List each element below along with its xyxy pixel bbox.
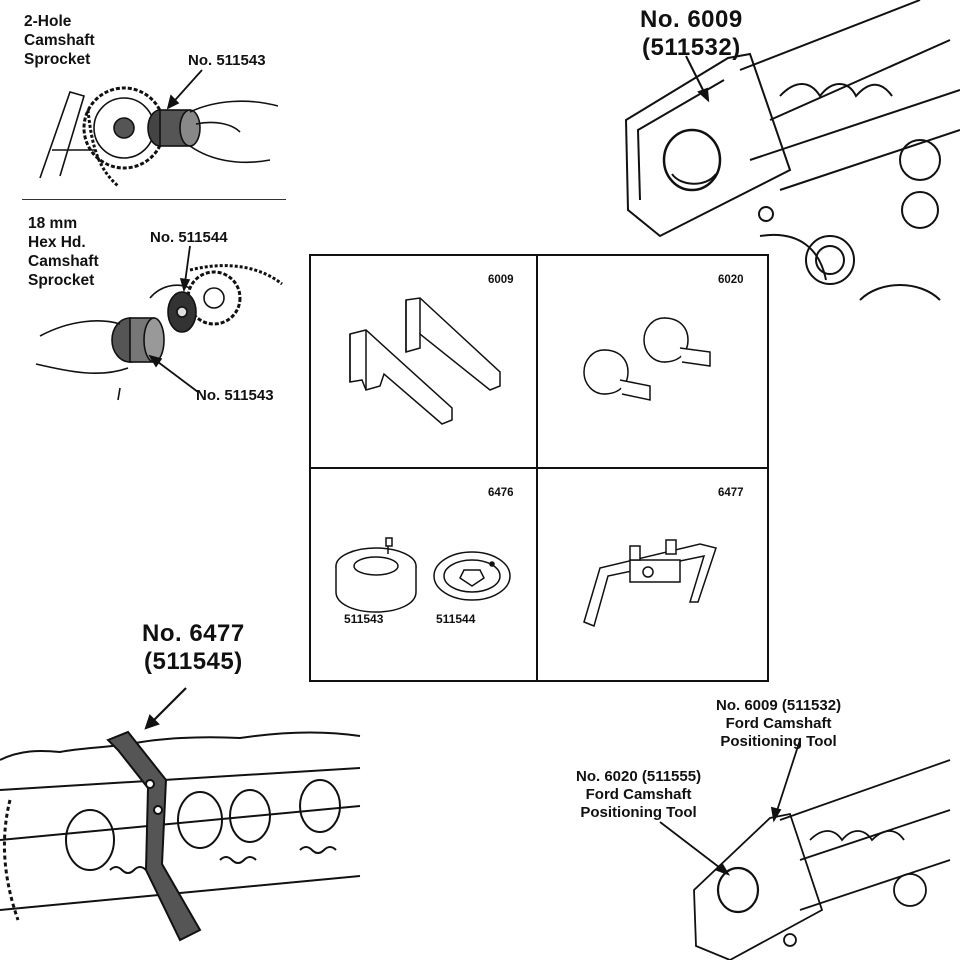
callout-511543-top: No. 511543 [188,52,266,69]
callout-line: Positioning Tool [580,804,697,821]
label-line: (511532) [641,34,741,61]
part-label-511543: 511543 [344,612,384,626]
tool-6477-bar [583,539,717,628]
two-hole-sprocket-heading: 2-Hole Camshaft Sprocket [24,12,95,69]
callout-511543-bottom: No. 511543 [196,387,274,404]
grid-horizontal-divider [309,467,769,469]
callout-line: No. 6009 (511532) [716,697,842,714]
tool-6020-plugs [583,317,711,401]
heading-line: Camshaft [24,32,95,49]
callout-6020-tool: No. 6020 (511555) Ford Camshaft Position… [576,768,701,822]
engine-with-6477-drawing [0,687,361,942]
tool-6477-label: No. 6477 (511545) [142,620,245,676]
hex-head-sprocket-drawing [35,245,283,401]
callout-511544: No. 511544 [150,229,228,246]
callout-line: No. 6020 (511555) [576,768,702,785]
heading-line: Camshaft [28,253,99,270]
callout-6009-tool: No. 6009 (511532) Ford Camshaft Position… [716,697,841,751]
callout-line: Ford Camshaft [585,786,692,803]
tool-6009-label: No. 6009 (511532) [640,6,743,62]
label-line: No. 6009 [640,6,743,33]
tool-6009-plates [349,297,501,425]
tool-6476-holders [335,537,511,613]
label-line: No. 6477 [142,620,245,647]
section-divider [22,199,286,200]
callout-line: Positioning Tool [720,733,837,750]
label-line: (511545) [143,648,243,675]
engine-with-6009-drawing [624,0,960,301]
cell-number-6476: 6476 [488,487,514,499]
heading-line: Hex Hd. [28,234,86,251]
cell-number-6009: 6009 [488,274,514,286]
cell-number-6020: 6020 [718,274,744,286]
hex-head-sprocket-heading: 18 mm Hex Hd. Camshaft Sprocket [28,214,99,290]
engine-with-6009-6020-drawing [659,739,951,960]
two-hole-sprocket-drawing [39,69,279,188]
heading-line: Sprocket [28,272,95,289]
part-label-511544: 511544 [436,612,476,626]
callout-line: Ford Camshaft [725,715,832,732]
cell-number-6477: 6477 [718,487,744,499]
heading-line: Sprocket [24,51,91,68]
heading-line: 18 mm [28,215,78,232]
heading-line: 2-Hole [24,13,72,30]
